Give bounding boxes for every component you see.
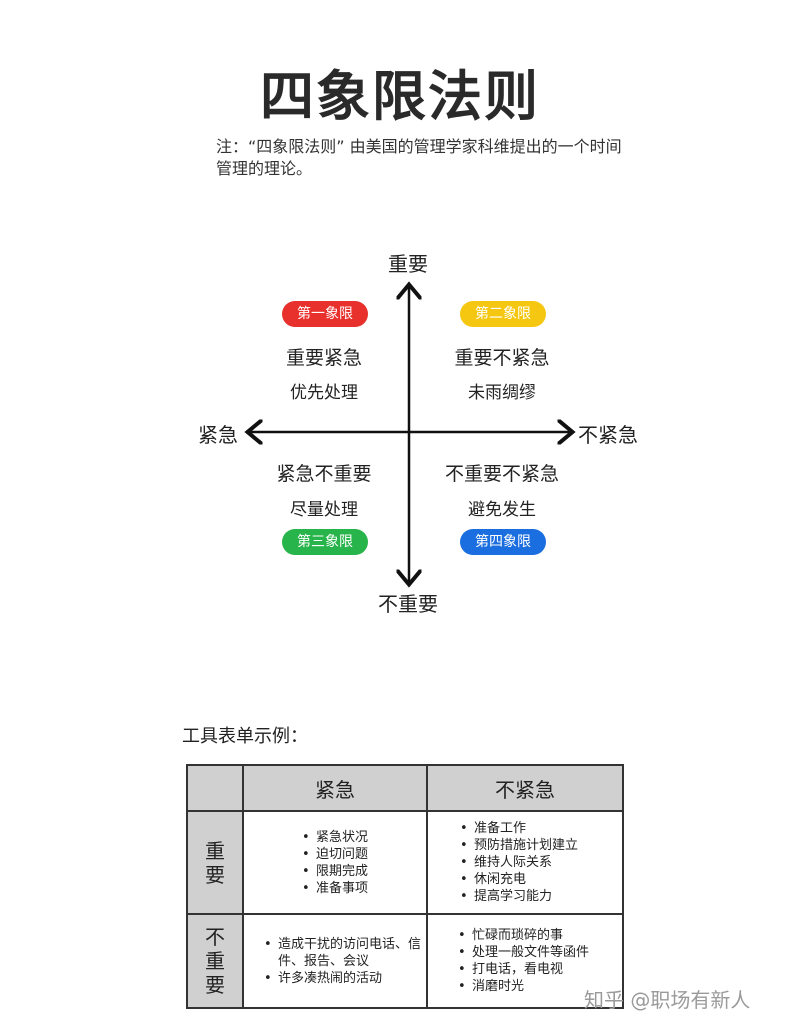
quadrant-1-sub: 优先处理 — [290, 383, 358, 403]
table-cell-noturgent-important: 准备工作 预防措施计划建立 维持人际关系 休闲充电 提高学习能力 — [426, 810, 624, 915]
table-cell-noturgent-notimportant: 忙碌而琐碎的事 处理一般文件等函件 打电话，看电视 消磨时光 — [426, 913, 624, 1009]
table-col-header: 紧急 — [242, 764, 428, 812]
list-item: 紧急状况 — [302, 829, 426, 846]
list-item: 限期完成 — [302, 863, 426, 880]
list-item: 维持人际关系 — [460, 854, 622, 871]
list-item: 准备工作 — [460, 820, 622, 837]
list-item: 提高学习能力 — [460, 888, 622, 905]
quadrant-3-badge: 第三象限 — [282, 529, 368, 555]
list-item: 处理一般文件等函件 — [458, 944, 622, 961]
table-corner-cell — [186, 764, 244, 812]
table-row-header: 重 要 — [186, 810, 244, 915]
list-item: 打电话，看电视 — [458, 961, 622, 978]
list-item: 休闲充电 — [460, 871, 622, 888]
table-row: 重 要 紧急状况 迫切问题 限期完成 准备事项 准备工作 预防措施计划建立 维持… — [186, 810, 624, 915]
quadrant-2-badge: 第二象限 — [460, 301, 546, 327]
quadrant-2-title: 重要不紧急 — [454, 347, 550, 369]
axis-label-bottom: 不重要 — [378, 592, 438, 616]
row-header-char: 不 — [205, 925, 225, 949]
note-text: 注：“四象限法则” 由美国的管理学家科维提出的一个时间管理的理论。 — [216, 137, 622, 178]
row-header-char: 重 — [205, 838, 225, 863]
list-item: 迫切问题 — [302, 846, 426, 863]
table-cell-urgent-notimportant: 造成干扰的访问电话、信件、报告、会议 许多凑热闹的活动 — [242, 913, 428, 1009]
quadrant-3-sub: 尽量处理 — [290, 500, 358, 520]
list-item: 许多凑热闹的活动 — [264, 970, 426, 987]
axis-label-top: 重要 — [388, 252, 428, 276]
quadrant-4-badge: 第四象限 — [460, 529, 546, 555]
list-item: 预防措施计划建立 — [460, 837, 622, 854]
axis-label-left: 紧急 — [198, 423, 238, 447]
table-title: 工具表单示例： — [182, 726, 308, 747]
axis-label-right: 不紧急 — [578, 423, 638, 447]
quadrant-2-sub: 未雨绸缪 — [468, 383, 536, 403]
page-title: 四象限法则 — [260, 65, 540, 128]
list-item: 造成干扰的访问电话、信件、报告、会议 — [264, 936, 426, 970]
quadrant-3-title: 紧急不重要 — [276, 463, 372, 485]
tool-table: 紧急 不紧急 重 要 紧急状况 迫切问题 限期完成 准备事项 准备工作 预防措施… — [186, 764, 624, 1009]
watermark: 知乎 @职场有新人 — [584, 988, 751, 1012]
row-header-char: 要 — [205, 973, 225, 997]
table-col-header: 不紧急 — [426, 764, 624, 812]
quadrant-4-title: 不重要不紧急 — [444, 463, 559, 485]
table-header-row: 紧急 不紧急 — [186, 764, 624, 812]
list-item: 消磨时光 — [458, 978, 622, 995]
quadrant-4-sub: 避免发生 — [468, 500, 536, 520]
quadrant-1-badge: 第一象限 — [282, 301, 368, 327]
list-item: 准备事项 — [302, 880, 426, 897]
row-header-char: 重 — [205, 949, 225, 973]
row-header-char: 要 — [205, 862, 225, 887]
table-cell-urgent-important: 紧急状况 迫切问题 限期完成 准备事项 — [242, 810, 428, 915]
table-row-header: 不 重 要 — [186, 913, 244, 1009]
table-row: 不 重 要 造成干扰的访问电话、信件、报告、会议 许多凑热闹的活动 忙碌而琐碎的… — [186, 913, 624, 1009]
list-item: 忙碌而琐碎的事 — [458, 927, 622, 944]
quadrant-1-title: 重要紧急 — [285, 347, 362, 369]
